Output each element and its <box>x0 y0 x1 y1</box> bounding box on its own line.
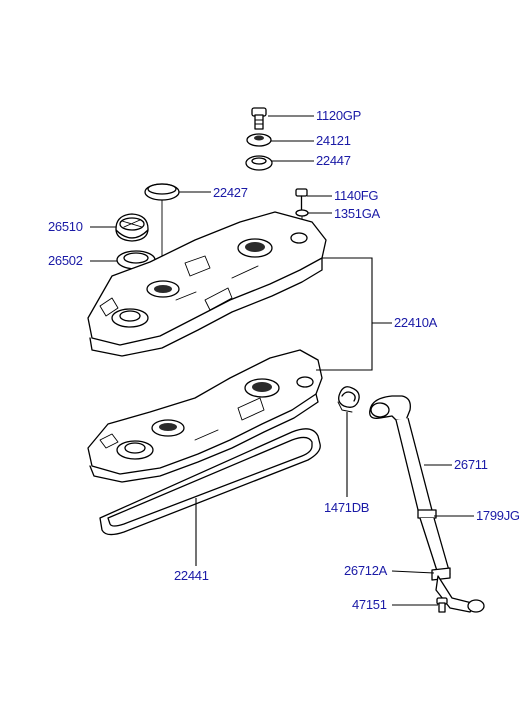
label-47151: 47151 <box>352 597 387 612</box>
plug-22427 <box>144 183 180 201</box>
label-22410a: 22410A <box>394 315 438 330</box>
clamp-1471db <box>337 386 360 413</box>
seal-22447 <box>245 155 273 171</box>
label-1140fg: 1140FG <box>334 188 378 203</box>
breather-hose-26711 <box>369 395 485 613</box>
rocker-cover-upper <box>87 211 327 357</box>
bolt-1120gp <box>251 107 267 130</box>
label-26510: 26510 <box>48 219 83 234</box>
rocker-cover-lower <box>87 349 323 483</box>
label-26711: 26711 <box>454 457 488 472</box>
label-1351ga: 1351GA <box>334 206 381 221</box>
label-22427: 22427 <box>213 185 248 200</box>
label-1120gp: 1120GP <box>316 108 361 123</box>
bolt-47151 <box>436 597 448 613</box>
label-1799jg: 1799JG <box>476 508 520 523</box>
washer-1351ga <box>295 209 309 217</box>
label-26502: 26502 <box>48 253 83 268</box>
washer-24121 <box>246 133 272 147</box>
label-26712a: 26712A <box>344 563 388 578</box>
label-24121: 24121 <box>316 133 351 148</box>
label-1471db: 1471DB <box>324 500 369 515</box>
label-22441: 22441 <box>174 568 209 583</box>
label-22447: 22447 <box>316 153 351 168</box>
gasket-22441 <box>99 428 321 536</box>
leader-lines <box>90 115 474 606</box>
bolt-1140fg <box>295 188 308 211</box>
part-labels: 1120GP 24121 22447 22427 1140FG 1351GA 2… <box>48 108 520 612</box>
oil-filler-cap-26510 <box>115 213 149 242</box>
